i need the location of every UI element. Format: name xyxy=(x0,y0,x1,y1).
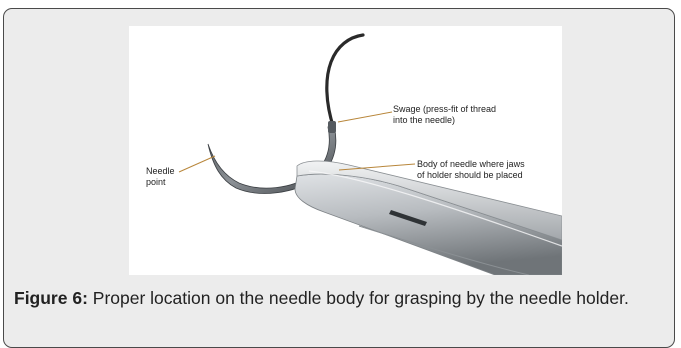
needle-holder-drawing xyxy=(129,26,562,275)
needle-holder-illustration: Swage (press-fit of thread into the need… xyxy=(129,26,562,275)
needle-body-callout-line1: Body of needle where jaws xyxy=(417,159,525,170)
swage-callout-line2: into the needle) xyxy=(393,115,496,126)
needle-point-callout-line1: Needle xyxy=(146,166,175,177)
needle-point-callout-line2: point xyxy=(146,177,175,188)
suture-thread xyxy=(327,35,363,129)
needle-point-callout: Needle point xyxy=(146,166,175,188)
needle-body-callout-line2: of holder should be placed xyxy=(417,170,525,181)
swage-callout: Swage (press-fit of thread into the need… xyxy=(393,104,496,126)
swage-leader-line xyxy=(338,112,392,122)
swage-callout-line1: Swage (press-fit of thread xyxy=(393,104,496,115)
caption-label: Figure 6: xyxy=(14,288,88,308)
figure-card: Swage (press-fit of thread into the need… xyxy=(3,8,675,348)
caption-text: Proper location on the needle body for g… xyxy=(88,288,629,308)
figure-caption: Figure 6: Proper location on the needle … xyxy=(14,287,664,309)
point-leader-line xyxy=(179,156,215,172)
needle-body-callout: Body of needle where jaws of holder shou… xyxy=(417,159,525,181)
swage-band xyxy=(328,121,336,133)
